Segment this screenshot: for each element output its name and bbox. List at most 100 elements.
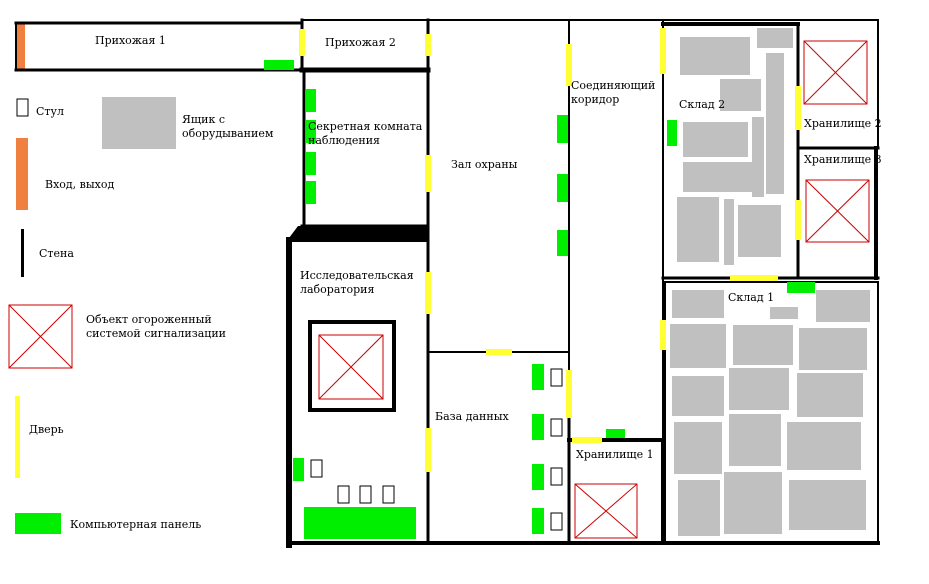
equipment-box-icon <box>677 197 719 262</box>
room-labels: Прихожая 1 Прихожая 2 Секретная комната … <box>95 34 882 461</box>
chair-icon <box>359 485 372 504</box>
door-icon <box>566 44 572 86</box>
equipment-box-icon <box>733 325 793 365</box>
equipment-box-icon <box>678 480 720 536</box>
legend-wall-label: Стена <box>39 247 74 260</box>
chair-icon <box>337 485 350 504</box>
door-icon <box>795 200 801 240</box>
computer-panel-icon <box>532 464 544 490</box>
door-icon <box>425 428 431 472</box>
computer-panel-icon <box>293 458 304 481</box>
equipment-box-icon <box>674 422 722 474</box>
legend-equipment-box-icon <box>102 97 176 149</box>
computer-panel-icon <box>557 115 568 143</box>
door-icon <box>660 28 666 74</box>
equipment-box-icon <box>672 376 724 416</box>
room-label-hall1: Прихожая 1 <box>95 34 166 47</box>
door-icon <box>660 320 666 350</box>
legend-alarm-label-2: системой сигнализации <box>86 327 226 340</box>
equipment-box-icon <box>683 122 748 157</box>
legend-alarm-label-1: Объект огороженный <box>86 313 212 326</box>
room-label-storage1: Хранилище 1 <box>576 448 654 461</box>
equipment-box-icon <box>766 53 784 194</box>
storage3-alarm-cross-icon <box>805 179 870 243</box>
equipment-box-icon <box>757 28 793 48</box>
equipment-box-icon <box>720 79 761 111</box>
door-icon <box>299 29 305 56</box>
door-icon <box>566 370 572 418</box>
door-icon <box>795 86 801 130</box>
equipment-box-icon <box>729 368 789 410</box>
computer-panel-icon <box>557 174 568 202</box>
legend-door-label: Дверь <box>29 423 64 436</box>
legend-box-label-1: Ящик с <box>182 113 225 126</box>
legend-entrance-label: Вход, выход <box>45 178 114 191</box>
computer-panel-icon <box>532 414 544 440</box>
legend-computer-panel-icon <box>15 513 61 534</box>
computer-panel-icon <box>306 181 316 204</box>
legend-chair-label: Стул <box>36 105 64 118</box>
room-label-hall2: Прихожая 2 <box>325 36 396 49</box>
computer-panel-icon <box>306 89 316 112</box>
equipment-box-icon <box>729 414 781 466</box>
storage1-alarm-cross-icon <box>574 483 638 539</box>
computer-panel-icon <box>606 429 625 438</box>
equipment-box-icon <box>797 373 863 417</box>
legend-entrance-exit-icon <box>16 138 28 210</box>
door-icon <box>425 34 431 56</box>
room-label-warehouse2: Склад 2 <box>679 98 725 111</box>
chair-icon <box>550 368 563 387</box>
equipment-box-icon <box>770 307 798 319</box>
warehouse2-boxes <box>677 28 793 265</box>
door-icon <box>425 272 431 314</box>
doors <box>299 28 801 472</box>
door-icon <box>572 437 602 443</box>
door-icon <box>425 155 431 192</box>
equipment-box-icon <box>724 472 782 534</box>
room-label-lab-1: Исследовательская <box>300 269 414 282</box>
legend-door-icon <box>15 396 20 478</box>
lab-alarm-cross-icon <box>308 320 396 412</box>
computer-panel-icon <box>532 364 544 390</box>
legend-panel-label: Компьютерная панель <box>70 518 201 531</box>
equipment-box-icon <box>816 290 870 322</box>
room-label-lab-2: лаборатория <box>300 283 374 296</box>
equipment-box-icon <box>787 422 861 470</box>
room-label-warehouse1: Склад 1 <box>728 291 774 304</box>
room-label-guard-hall: Зал охраны <box>451 158 518 171</box>
chair-icon <box>310 459 323 478</box>
room-label-corridor-2: коридор <box>571 93 619 106</box>
room-label-corridor-1: Соединяющий <box>571 79 655 92</box>
chair-icon <box>550 467 563 486</box>
legend-wall-icon <box>21 229 24 277</box>
room-label-database: База данных <box>435 410 509 423</box>
computer-panel-icon <box>667 120 677 146</box>
equipment-box-icon <box>670 324 726 368</box>
warehouse1-boxes <box>670 290 870 536</box>
computer-panels <box>264 60 815 539</box>
equipment-box-icon <box>789 480 866 530</box>
room-label-storage3: Хранилище 3 <box>804 153 882 166</box>
computer-panel-icon <box>304 507 416 539</box>
equipment-box-icon <box>738 205 781 257</box>
chair-icon <box>550 512 563 531</box>
computer-panel-icon <box>264 60 294 70</box>
computer-panel-icon <box>532 508 544 534</box>
chairs <box>310 368 563 531</box>
equipment-box-icon <box>799 328 867 370</box>
chair-icon <box>382 485 395 504</box>
storage2-alarm-cross-icon <box>803 40 868 105</box>
legend-box-label-2: оборудыванием <box>182 127 274 140</box>
equipment-box-icon <box>683 162 763 192</box>
chair-icon <box>550 418 563 437</box>
room-label-storage2: Хранилище 2 <box>804 117 882 130</box>
legend: Стул Ящик с оборудыванием Вход, выход Ст… <box>8 97 274 534</box>
door-icon <box>486 349 512 355</box>
door-icon <box>730 275 778 281</box>
equipment-box-icon <box>724 199 734 265</box>
legend-alarm-cross-icon <box>8 304 73 369</box>
computer-panel-icon <box>306 152 316 175</box>
room-label-secret-1: Секретная комната <box>308 120 423 133</box>
